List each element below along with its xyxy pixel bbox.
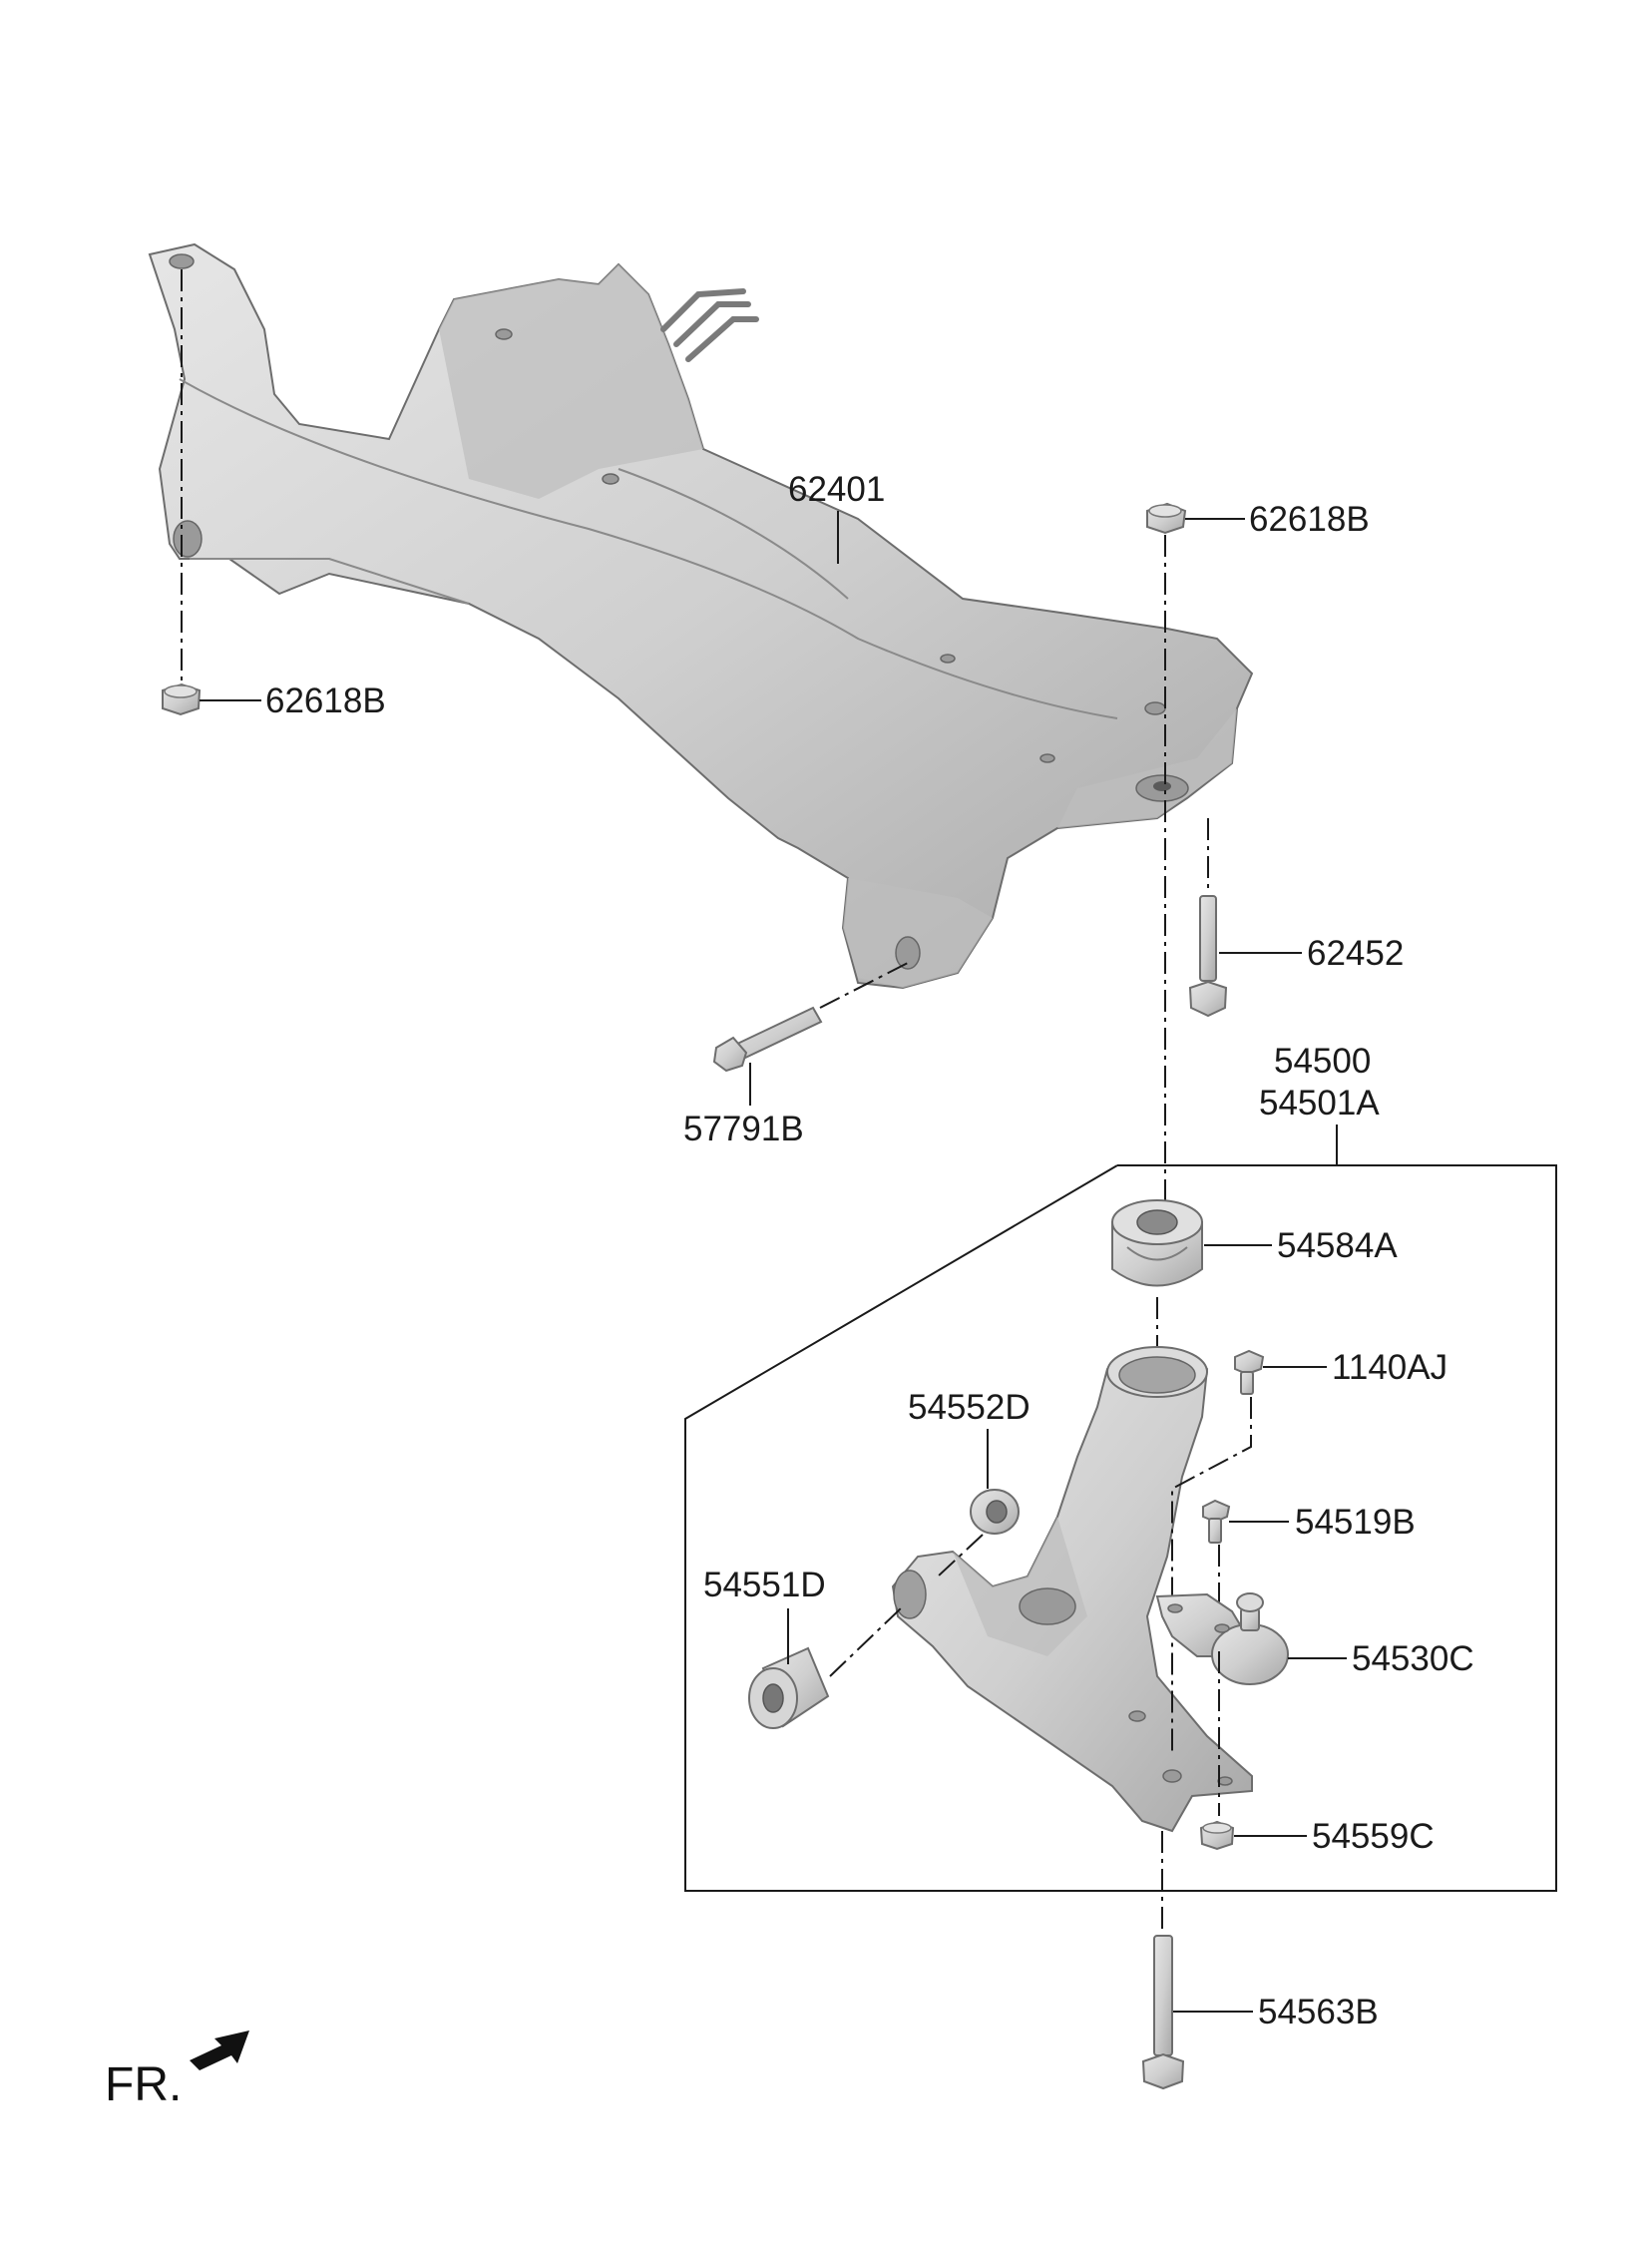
subframe-crossmember: [148, 242, 1254, 990]
bushing-54551D: [748, 1646, 830, 1729]
label-1140AJ: 1140AJ: [1332, 1348, 1447, 1387]
bolt-54519B: [1202, 1499, 1231, 1544]
lower-arm-assembly-frame: [684, 1164, 1557, 1892]
label-54552D: 54552D: [908, 1388, 1031, 1427]
label-54500: 54500: [1274, 1042, 1371, 1081]
label-54559C: 54559C: [1312, 1817, 1435, 1856]
label-62401: 62401: [788, 470, 885, 509]
label-62618B-left: 62618B: [265, 681, 386, 720]
label-54563B: 54563B: [1258, 1993, 1379, 2031]
front-arrow-icon: [190, 2030, 249, 2070]
lower-control-arm: [891, 1346, 1253, 1833]
mounting-bolt-62452: [1188, 895, 1228, 1018]
label-57791B: 57791B: [683, 1110, 804, 1148]
flange-nut-left: [162, 682, 202, 716]
washer-54552D: [970, 1489, 1020, 1535]
bolt-1140AJ: [1234, 1349, 1265, 1395]
flange-nut-right: [1146, 502, 1187, 535]
label-54551D: 54551D: [703, 1566, 826, 1604]
label-54501A: 54501A: [1259, 1084, 1380, 1123]
nut-54559C: [1199, 1820, 1235, 1851]
bolt-54563B: [1141, 1935, 1185, 2090]
label-62618B-right: 62618B: [1249, 500, 1370, 539]
ball-joint-54530C: [1155, 1592, 1289, 1685]
mounting-bolt-57791B: [712, 1006, 823, 1073]
label-62452: 62452: [1307, 934, 1404, 973]
front-label: FR.: [105, 2058, 182, 2111]
bushing-54584A: [1111, 1199, 1203, 1287]
label-54584A: 54584A: [1277, 1226, 1398, 1265]
label-54519B: 54519B: [1295, 1503, 1416, 1542]
label-54530C: 54530C: [1352, 1639, 1474, 1678]
front-direction-indicator: FR.: [105, 2030, 249, 2111]
